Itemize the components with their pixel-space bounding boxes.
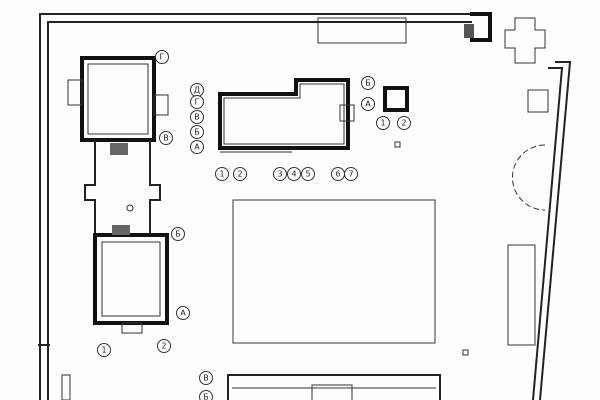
axis-label-circle [190, 140, 204, 154]
axis-label-text: Г [160, 53, 165, 62]
axis-label-circle [190, 110, 204, 124]
colonnade-top [317, 17, 407, 44]
axis-label: 4 [287, 167, 301, 181]
axis-label-text: 7 [348, 170, 353, 179]
axis-label: 2 [233, 167, 247, 181]
axis-label-circle [155, 50, 169, 64]
axis-label-text: 3 [277, 170, 282, 179]
axis-label: Б [190, 125, 204, 139]
axis-label-text: Б [175, 230, 181, 239]
axis-label-text: 2 [237, 170, 242, 179]
axis-label: Б [171, 227, 185, 241]
axis-label-text: Б [194, 128, 200, 137]
axis-label: В [190, 110, 204, 124]
axis-label: 5 [301, 167, 315, 181]
axis-label: Д [190, 83, 204, 97]
axis-label: 1 [97, 343, 111, 357]
axis-label: 2 [397, 116, 411, 130]
axis-label-text: 6 [335, 170, 340, 179]
axis-label: 1 [376, 116, 390, 130]
axis-label-circle [273, 167, 287, 181]
axis-label: А [190, 140, 204, 154]
bottom-building [227, 374, 441, 400]
axis-label-text: 2 [401, 119, 406, 128]
axis-label-text: А [180, 309, 186, 318]
axis-label: 1 [215, 167, 229, 181]
axis-label-text: 2 [161, 342, 166, 351]
axis-label-text: 4 [291, 170, 296, 179]
axis-label-circle [171, 227, 185, 241]
axis-label: Б [199, 390, 213, 400]
axis-label-circle [301, 167, 315, 181]
axis-label-circle [361, 76, 375, 90]
axis-label: 7 [344, 167, 358, 181]
axis-label-circle [176, 306, 190, 320]
pavilion [383, 86, 469, 356]
perimeter-wall [38, 13, 572, 400]
axis-label: 6 [331, 167, 345, 181]
axis-label: А [176, 306, 190, 320]
axis-label-circle [287, 167, 301, 181]
right-features [507, 89, 549, 346]
axis-label: В [159, 131, 173, 145]
axis-label-circle [97, 343, 111, 357]
axis-label-circle [159, 131, 173, 145]
axis-label-circle [190, 95, 204, 109]
axis-label-circle [344, 167, 358, 181]
axis-label-text: В [194, 113, 200, 122]
axis-label-text: Д [194, 86, 200, 95]
axis-label-text: 1 [219, 170, 224, 179]
axis-label-text: В [163, 134, 169, 143]
axis-label-text: Г [195, 98, 200, 107]
axis-label-text: Б [203, 393, 209, 400]
axis-label-circle [190, 125, 204, 139]
axis-label-circle [157, 339, 171, 353]
axis-label: В [199, 371, 213, 385]
axis-label-circle [199, 371, 213, 385]
axis-label-circle [376, 116, 390, 130]
axis-label: А [361, 97, 375, 111]
axis-label: Г [190, 95, 204, 109]
axis-label: 2 [157, 339, 171, 353]
axis-label-text: Б [365, 79, 371, 88]
courtyard [232, 199, 436, 344]
axis-label-circle [233, 167, 247, 181]
axis-label: Г [155, 50, 169, 64]
axis-label-circle [361, 97, 375, 111]
axis-label: Б [361, 76, 375, 90]
corner-tower [464, 12, 546, 64]
center-building [218, 78, 355, 153]
axis-label-circle [215, 167, 229, 181]
axis-label-text: 1 [380, 119, 385, 128]
axis-label-text: В [203, 374, 209, 383]
axis-label-text: А [365, 100, 371, 109]
axis-label-text: 1 [101, 346, 106, 355]
axis-label: 3 [273, 167, 287, 181]
axis-label-circle [397, 116, 411, 130]
axis-label-circle [199, 390, 213, 400]
axis-label-text: А [194, 143, 200, 152]
axis-label-text: 5 [305, 170, 310, 179]
left-building [67, 56, 169, 334]
